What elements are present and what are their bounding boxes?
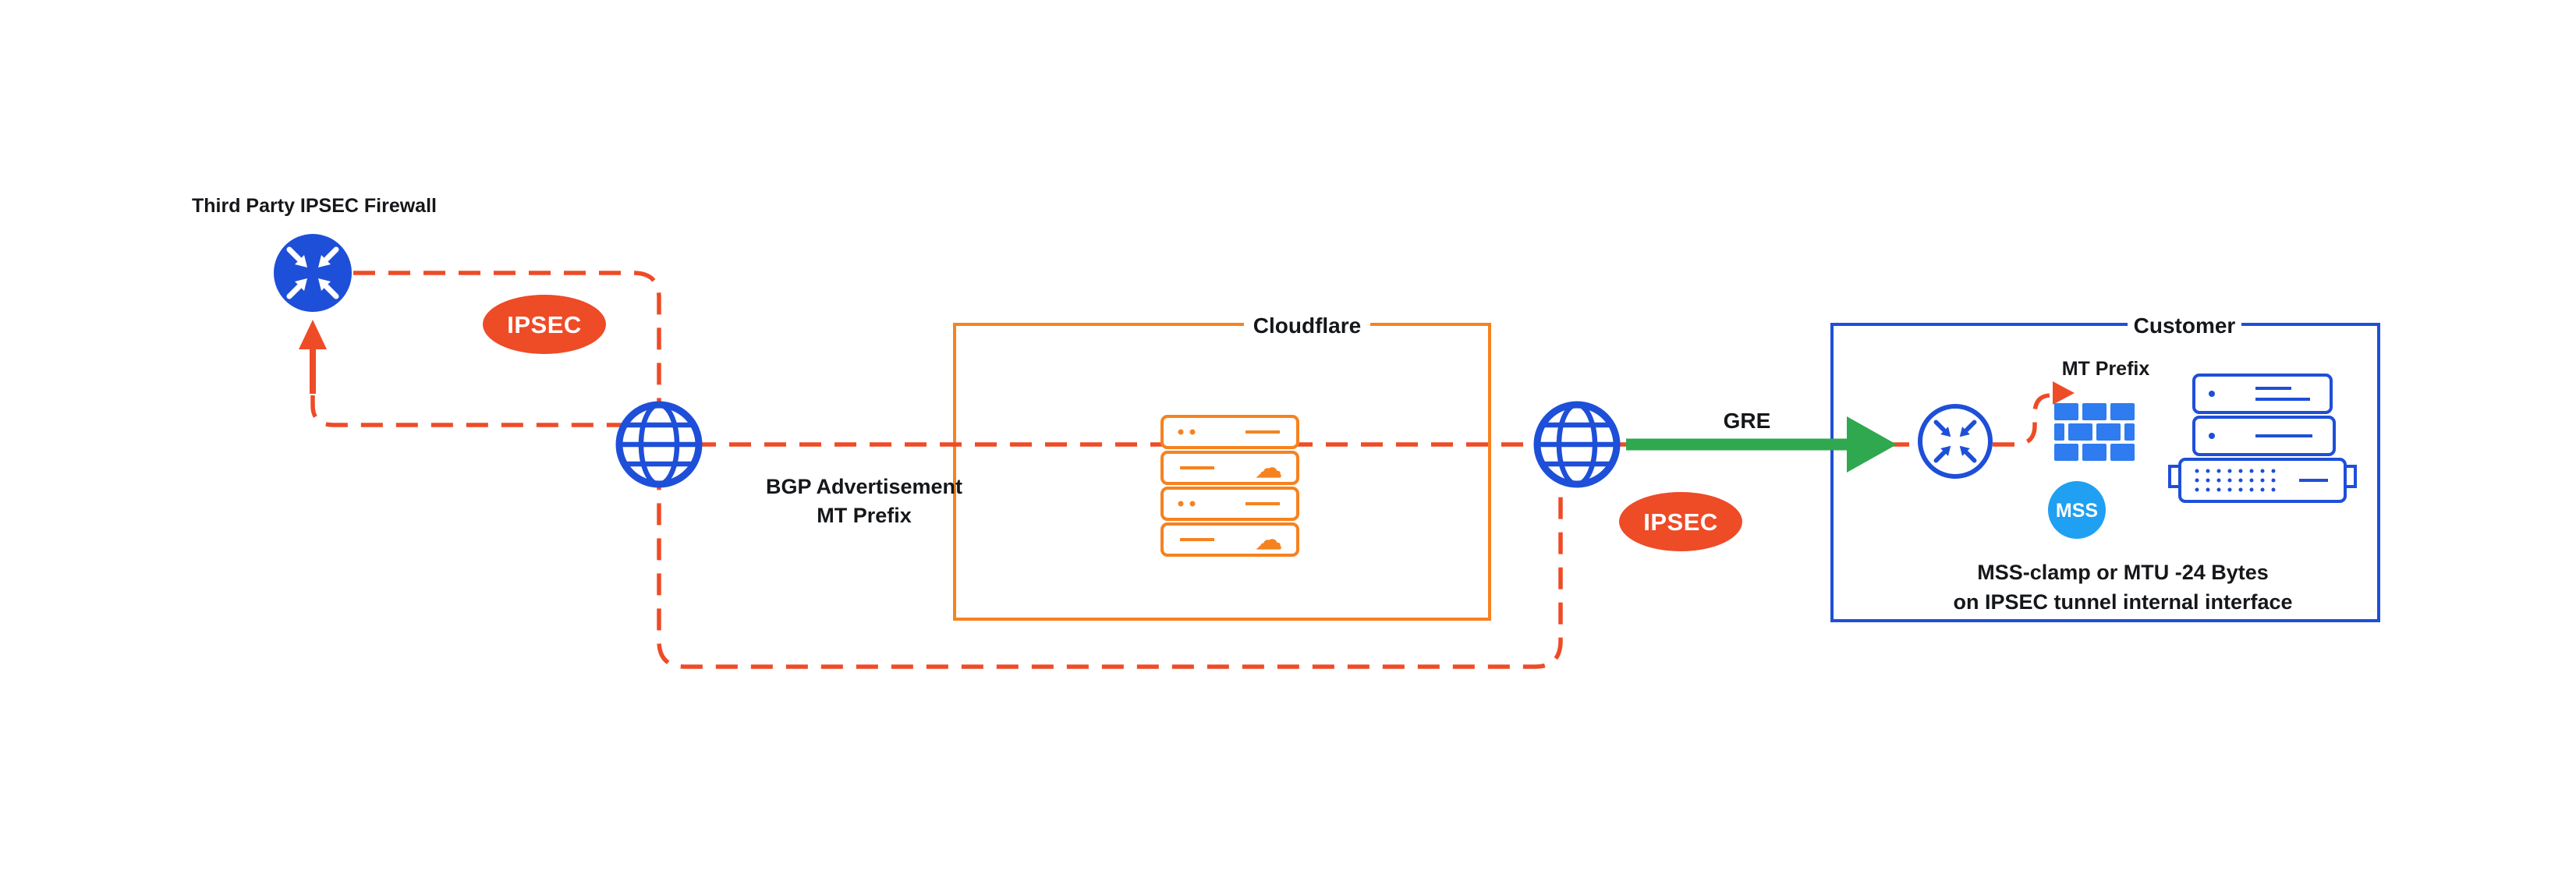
mt-prefix-label: MT Prefix [2062,358,2150,380]
mt-prefix-arrow [2053,381,2075,405]
internet-globe-left-icon [619,405,699,484]
up-arrow [299,320,327,394]
ipsec-badge-left-label: IPSEC [507,311,582,338]
mss-badge-label: MSS [2056,500,2098,522]
customer-server-rack-icon [2168,374,2357,503]
cloudflare-box [953,323,1491,621]
mss-note-line2: on IPSEC tunnel internal interface [1953,590,2292,614]
internet-globe-right-icon [1537,405,1617,484]
return-path [310,395,624,427]
cloudflare-server-stack-icon: ☁ ☁ [1160,415,1299,557]
gre-label: GRE [1724,409,1771,433]
third-party-router-icon [274,234,352,312]
firewall-bricks-icon [2054,403,2135,461]
main-traffic-path [659,393,2056,447]
customer-box [1830,323,2380,622]
cloudflare-label-backdrop [1244,312,1370,338]
ipsec-badge-right-label: IPSEC [1643,508,1718,536]
ipsec-badge-left: IPSEC [483,295,606,354]
bgp-advertisement-label-line2: MT Prefix [817,504,912,527]
cloudflare-box-label: Cloudflare [1253,313,1361,338]
mss-note-line1: MSS-clamp or MTU -24 Bytes [1977,561,2269,584]
cloud-icon: ☁ [1256,526,1282,555]
bgp-advertisement-label-line1: BGP Advertisement [766,475,962,498]
server-vent-dots [2195,469,2276,492]
gre-arrow [1626,416,1897,473]
firewall-label: Third Party IPSEC Firewall [192,195,437,217]
ipsec-badge-right: IPSEC [1619,492,1742,551]
customer-label-backdrop [2128,312,2241,338]
cloud-icon: ☁ [1256,454,1282,483]
mss-badge: MSS [2048,481,2106,539]
ipsec-tunnel-path [353,271,1563,669]
customer-box-label: Customer [2134,313,2236,338]
customer-router-icon [1918,404,1993,479]
